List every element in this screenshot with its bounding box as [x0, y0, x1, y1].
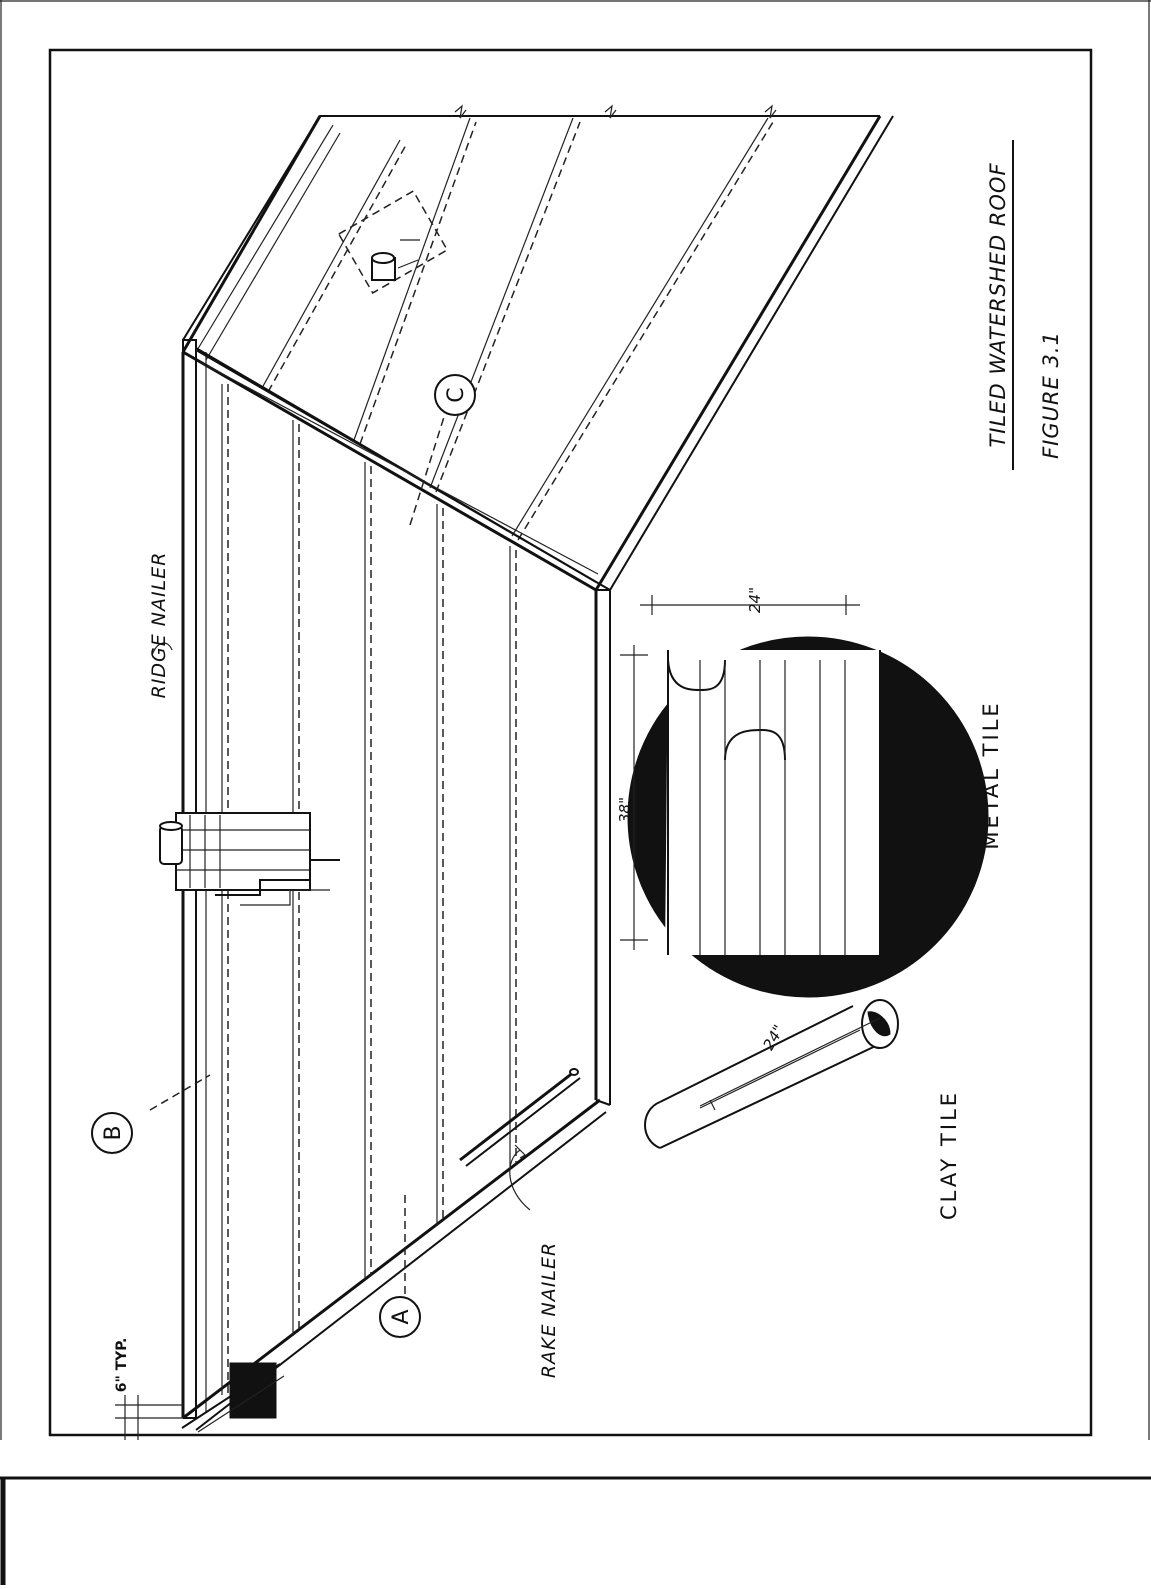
- ridge-nailer-label: RIDGE NAILER: [148, 552, 170, 699]
- metal-tile-length: 24": [746, 587, 764, 613]
- callout-c-circle: [434, 374, 476, 416]
- clay-tile-label: CLAY TILE: [937, 1090, 961, 1220]
- rake-nailer-leader: [509, 1149, 531, 1211]
- ridge-nailer-arrow: [151, 642, 173, 656]
- callout-a-circle: [379, 1296, 421, 1338]
- roof-panel-left: [181, 349, 611, 1431]
- leader-b: [149, 1074, 211, 1111]
- metal-tile-width: 38": [616, 797, 634, 823]
- hip-band: [195, 347, 599, 583]
- chimney: [159, 812, 340, 906]
- vent-pipe: [337, 190, 449, 294]
- drawing-title: TILED WATERSHED ROOF: [986, 162, 1010, 447]
- clay-tile: [644, 999, 899, 1149]
- callout-b-label: B: [101, 1125, 126, 1140]
- figure-number: FIGURE 3.1: [1039, 331, 1063, 459]
- typical-spacing-label: 6" TYP.: [114, 1338, 130, 1393]
- metal-tile-label: METAL TILE: [979, 700, 1003, 849]
- callout-b-circle: [91, 1112, 133, 1154]
- metal-tile: [620, 595, 989, 998]
- drawing-frame: [48, 48, 1093, 1437]
- callout-a-label: A: [389, 1309, 414, 1324]
- dimension-6in: [115, 1395, 183, 1440]
- clay-tile-length: 24": [759, 1022, 788, 1054]
- callout-c-label: C: [444, 387, 469, 402]
- roof-panel-right: [181, 104, 894, 591]
- rake-nailer: [459, 1068, 581, 1167]
- rake-nailer-label: RAKE NAILER: [538, 1242, 560, 1378]
- ridge-cap: [182, 115, 333, 352]
- eave-patch: [181, 1362, 285, 1433]
